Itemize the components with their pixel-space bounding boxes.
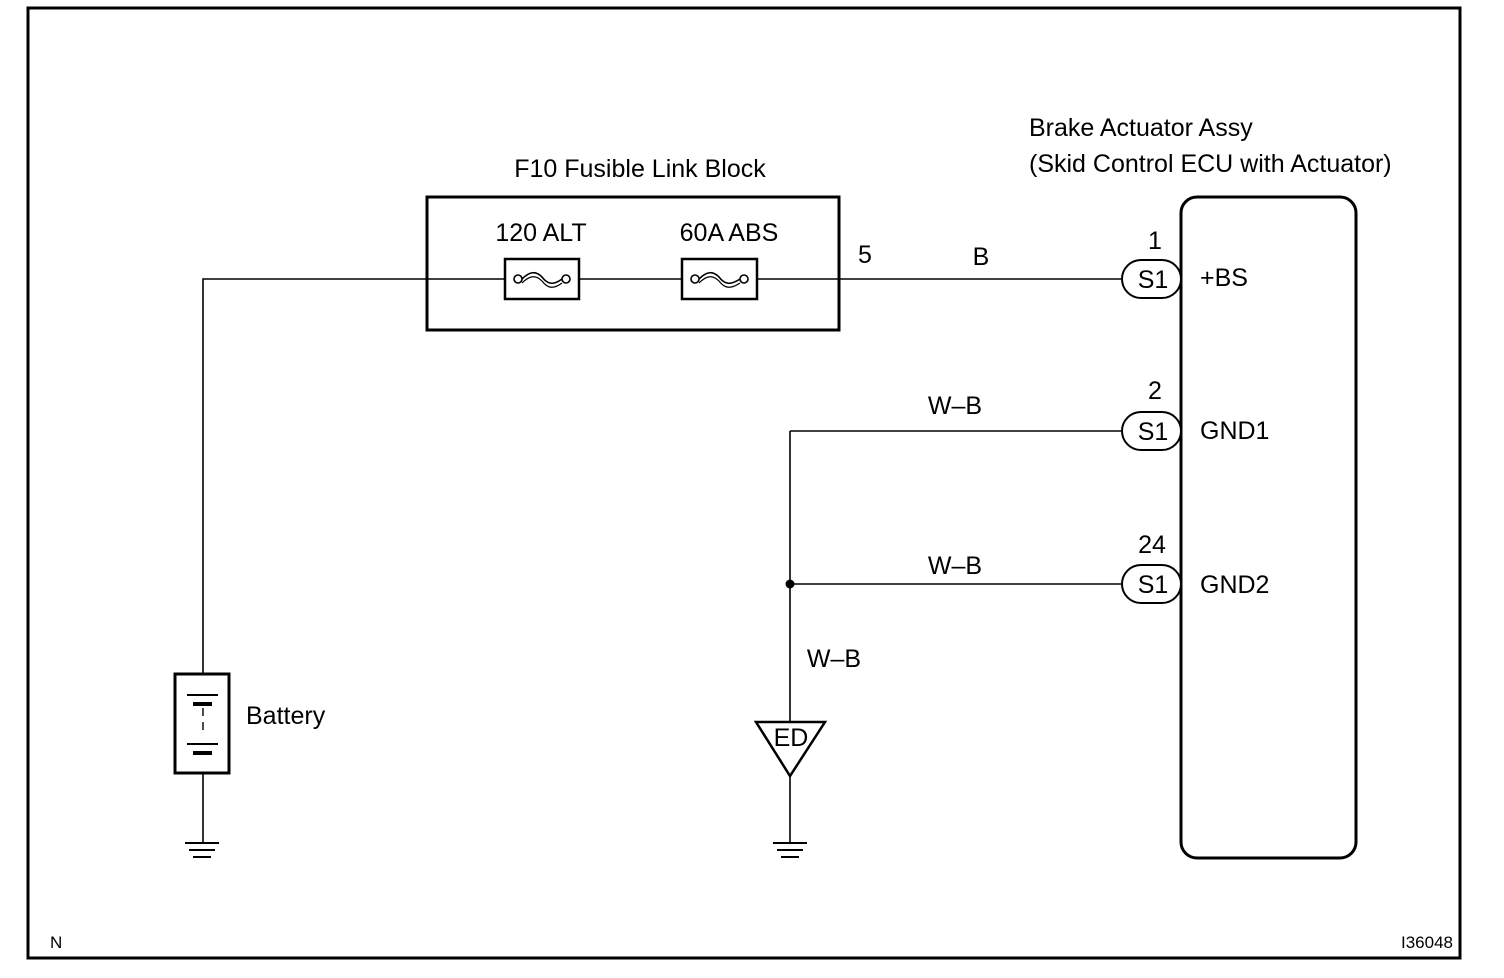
- connector-s1-terminal-1: [1121, 259, 1182, 299]
- ground-symbol-icon: [773, 842, 807, 858]
- fuse-60a-abs-icon: [680, 257, 759, 301]
- ground-point-label: ED: [774, 724, 809, 752]
- brake-actuator-ecu-box: [1179, 195, 1358, 860]
- fuse-120-alt-label: 120 ALT: [495, 219, 586, 247]
- splice-point: [785, 579, 795, 589]
- connector-s1-label-2: S1: [1138, 418, 1169, 446]
- fuse-120-alt-icon: [503, 257, 581, 301]
- fusible-link-block-title: F10 Fusible Link Block: [514, 155, 766, 183]
- ecu-title-line1: Brake Actuator Assy: [1029, 114, 1253, 142]
- terminal-2-pin: 2: [1148, 377, 1162, 405]
- battery-icon: [173, 672, 231, 775]
- gnd2-wire-color-label: W–B: [928, 552, 982, 580]
- connector-s1-label-1: S1: [1138, 266, 1169, 294]
- connector-s1-terminal-2: [1121, 411, 1182, 451]
- corner-code: N: [50, 933, 62, 952]
- terminal-24-pin: 24: [1138, 531, 1166, 559]
- terminal-1-name: +BS: [1200, 264, 1248, 292]
- bs-wire-color-label: B: [973, 243, 990, 271]
- battery-ground-symbol-icon: [185, 842, 219, 858]
- figure-id: I36048: [1401, 933, 1453, 952]
- fuse-60a-abs-label: 60A ABS: [680, 219, 779, 247]
- battery-label: Battery: [246, 702, 326, 730]
- terminal-1-pin: 1: [1148, 227, 1162, 255]
- output-pin-number: 5: [858, 241, 872, 269]
- fusible-link-block: [425, 195, 841, 332]
- ground-point-icon: [753, 720, 828, 779]
- ecu-title-line2: (Skid Control ECU with Actuator): [1029, 150, 1392, 178]
- diagram-frame: [26, 6, 1462, 960]
- ground-wire-color-label: W–B: [807, 645, 861, 673]
- battery-feed-wire: [202, 278, 505, 674]
- connector-s1-terminal-24: [1121, 564, 1182, 604]
- terminal-2-name: GND1: [1200, 417, 1269, 445]
- gnd1-wire-color-label: W–B: [928, 392, 982, 420]
- connector-s1-label-24: S1: [1138, 571, 1169, 599]
- terminal-24-name: GND2: [1200, 571, 1269, 599]
